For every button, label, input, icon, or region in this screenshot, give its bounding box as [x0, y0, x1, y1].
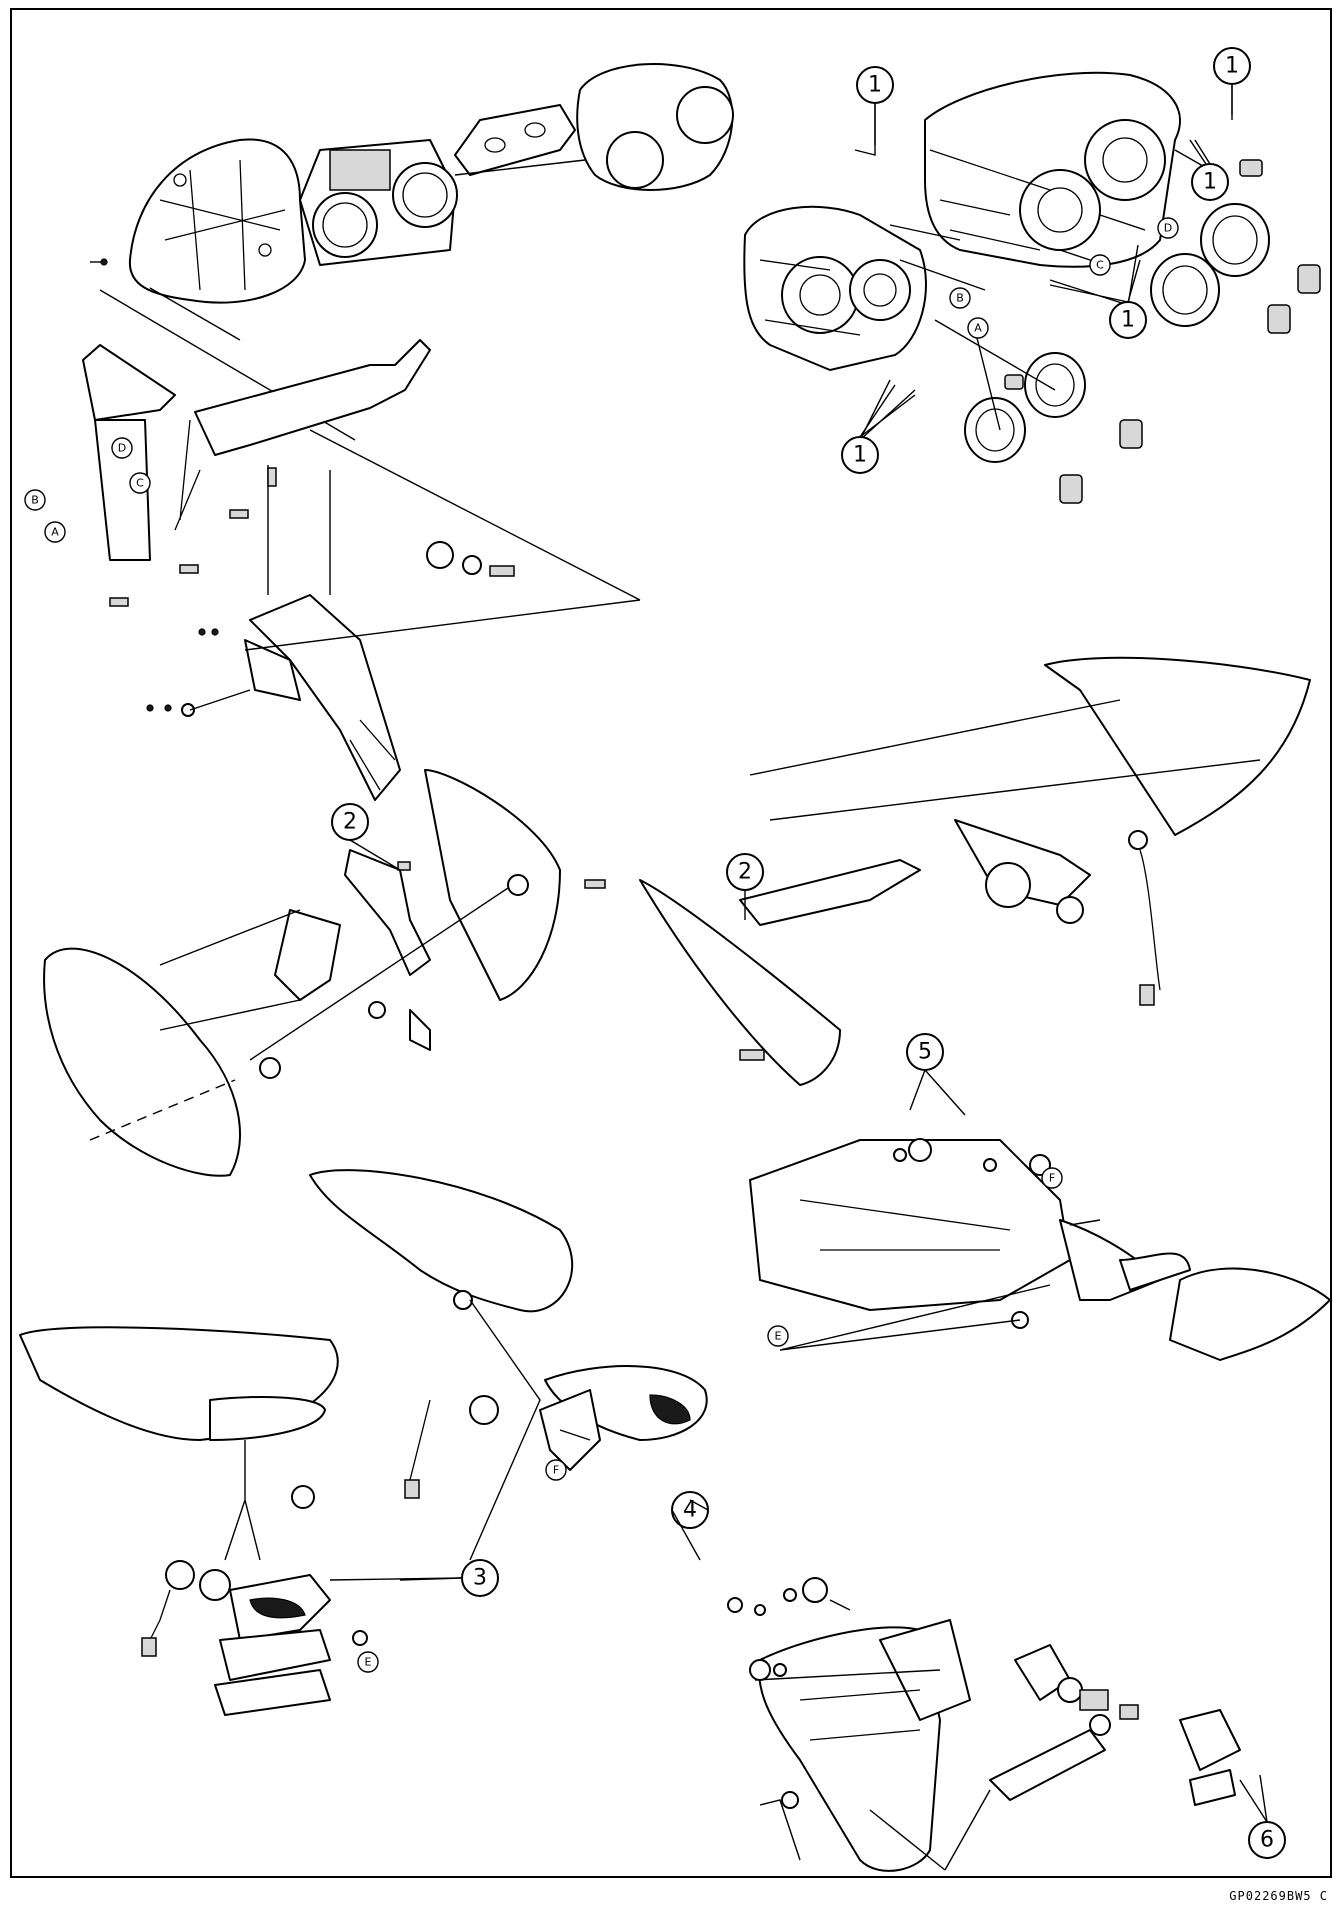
meter-bracket — [82, 339, 641, 801]
left-front-turn-signal — [43, 769, 606, 1177]
letter-e-top: E — [767, 1325, 789, 1347]
svg-text:1: 1 — [853, 443, 867, 468]
svg-text:D: D — [1164, 222, 1172, 235]
svg-text:6: 6 — [1260, 1828, 1274, 1853]
letter-d-left: D — [111, 437, 133, 459]
letter-c-right: C — [1089, 254, 1111, 276]
rear-frame-tail-light — [749, 1138, 1331, 1361]
letter-a-left: A — [44, 521, 66, 543]
callout-2-left: 2 — [331, 803, 369, 841]
callout-2-right: 2 — [726, 853, 764, 891]
svg-text:1: 1 — [868, 73, 882, 98]
svg-text:E: E — [775, 1330, 782, 1343]
svg-text:F: F — [1049, 1172, 1055, 1185]
letter-c-left: C — [129, 472, 151, 494]
svg-text:3: 3 — [473, 1566, 487, 1591]
svg-text:C: C — [136, 477, 144, 490]
letter-f-bottom: F — [545, 1459, 567, 1481]
callout-1-top-right: 1 — [1213, 47, 1251, 85]
callout-1-top: 1 — [856, 66, 894, 104]
rear-turn-signal-bottom-left — [19, 1326, 368, 1716]
letter-f-top: F — [1041, 1167, 1063, 1189]
rear-turn-signal-left — [309, 1169, 708, 1561]
bulb-caps — [964, 159, 1321, 504]
svg-text:1: 1 — [1225, 54, 1239, 79]
diagram-frame — [10, 8, 1332, 1878]
meter-assembly — [90, 63, 734, 441]
callout-6: 6 — [1248, 1821, 1286, 1859]
figure-code: GP02269BW5 C — [1229, 1889, 1328, 1903]
svg-text:2: 2 — [738, 860, 752, 885]
svg-text:2: 2 — [343, 810, 357, 835]
svg-text:C: C — [1096, 259, 1104, 272]
svg-text:D: D — [118, 442, 126, 455]
svg-text:E: E — [365, 1656, 372, 1669]
svg-text:5: 5 — [918, 1040, 932, 1065]
letter-b-right: B — [949, 287, 971, 309]
right-front-turn-signal — [639, 656, 1311, 1086]
callout-1-right: 1 — [1191, 163, 1229, 201]
headlight-assembly — [743, 71, 1321, 504]
rear-fender-license-light — [727, 1577, 1241, 1872]
letter-b-left: B — [24, 489, 46, 511]
callout-4: 4 — [671, 1491, 709, 1529]
letter-a-right: A — [967, 317, 989, 339]
letter-d-right: D — [1157, 217, 1179, 239]
svg-text:4: 4 — [683, 1498, 697, 1523]
svg-text:F: F — [553, 1464, 559, 1477]
svg-text:A: A — [51, 526, 59, 539]
callout-3: 3 — [461, 1559, 499, 1597]
svg-text:B: B — [31, 494, 39, 507]
callout-1-lower: 1 — [841, 436, 879, 474]
callout-5: 5 — [906, 1033, 944, 1071]
svg-text:B: B — [956, 292, 964, 305]
letter-e-bottom: E — [357, 1651, 379, 1673]
callout-1-right-lower: 1 — [1109, 301, 1147, 339]
svg-text:1: 1 — [1203, 170, 1217, 195]
svg-text:A: A — [974, 322, 982, 335]
svg-text:1: 1 — [1121, 308, 1135, 333]
